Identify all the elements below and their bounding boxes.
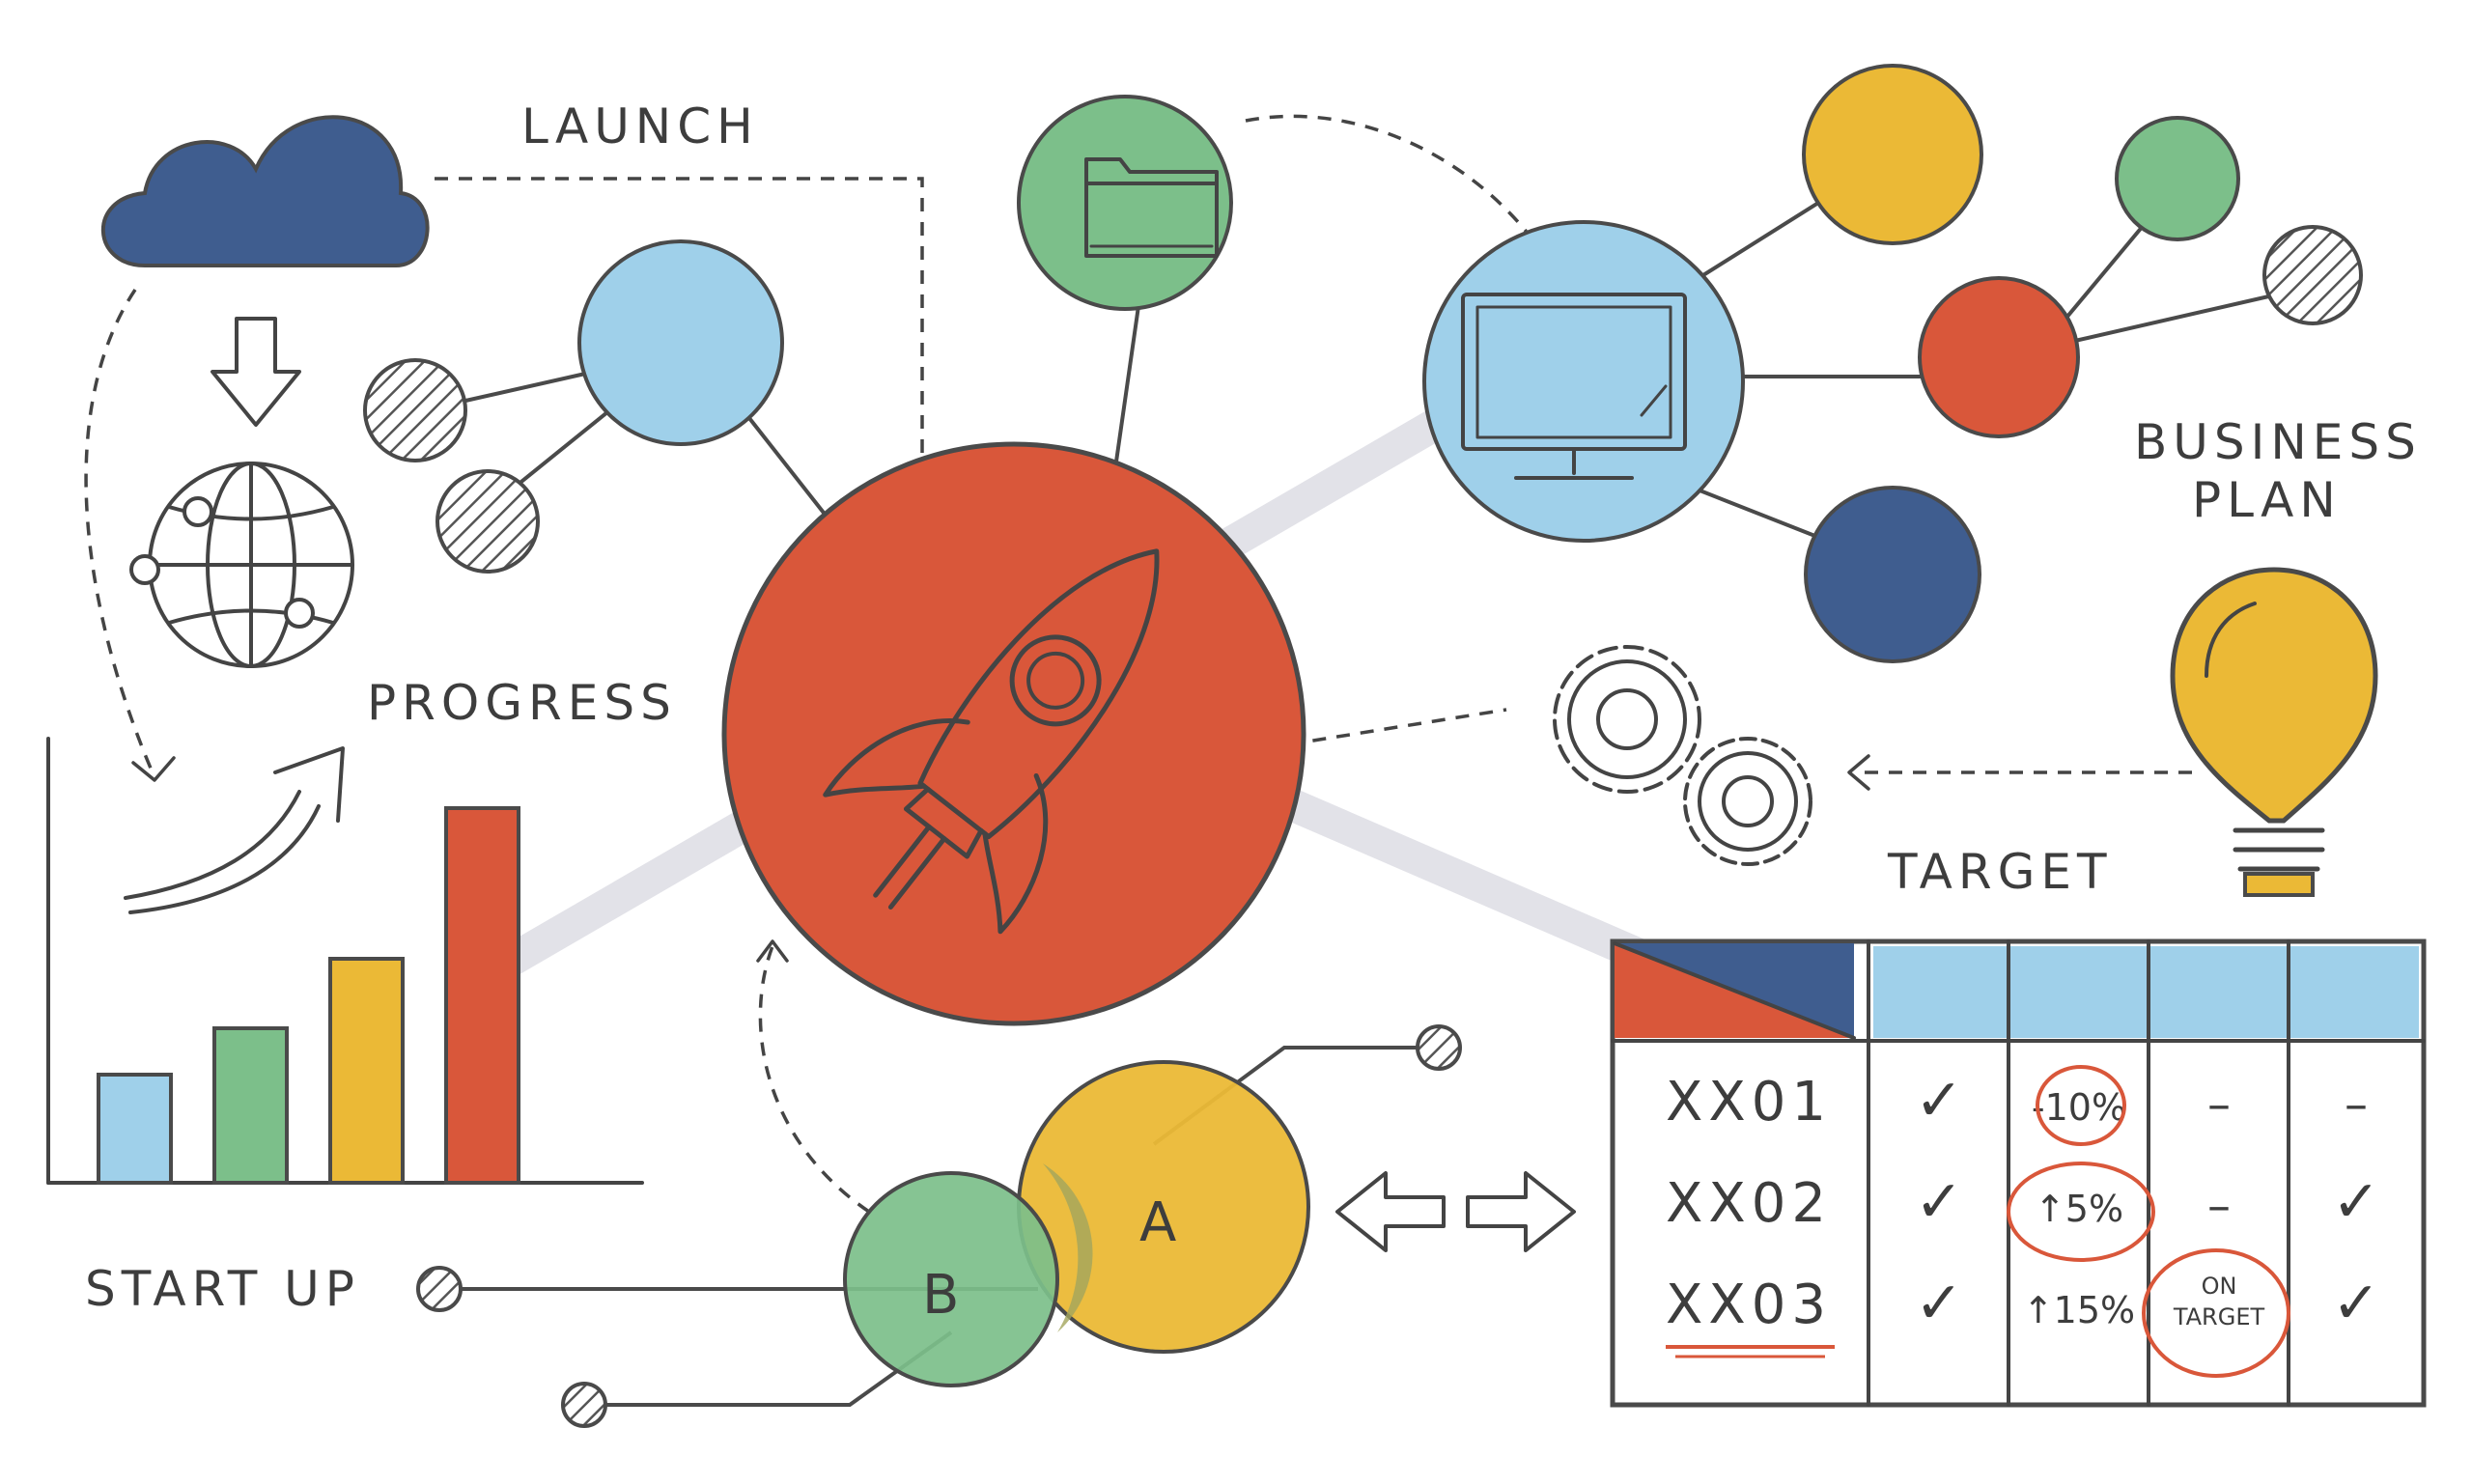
- rocket-icon: [823, 548, 1160, 935]
- bar-2: [212, 1026, 289, 1185]
- lightbulb-icon: [2170, 567, 2378, 897]
- table-cell: –: [2207, 1078, 2231, 1132]
- row-id-xx03: XX03: [1666, 1274, 1832, 1336]
- table-cell: ↑15%: [2023, 1289, 2135, 1331]
- highlight-circle: [2007, 1162, 2155, 1262]
- target-table: XX01 ✓ -10% – – XX02 ✓ ↑5% – ✓ XX03 ✓ ↑15% ON TARGET ✓: [1610, 938, 2427, 1408]
- cloud-icon: [100, 115, 430, 267]
- target-label: TARGET: [1887, 844, 2112, 900]
- bar-3: [328, 957, 405, 1185]
- hatched-nodes: [363, 225, 2363, 1428]
- bar-4: [444, 806, 520, 1185]
- venn-circle-b: [843, 1171, 1059, 1387]
- table-cell: ✓: [1915, 1168, 1963, 1236]
- table-cell: ✓: [2332, 1168, 2380, 1236]
- light-blue-node: [577, 239, 784, 446]
- down-arrow-icon: [211, 317, 301, 427]
- on-target-note-line2: TARGET: [2173, 1303, 2265, 1330]
- navy-node: [1804, 486, 1981, 663]
- monitor-icon: [1461, 293, 1687, 480]
- progress-arrow-icon: [124, 746, 345, 914]
- folder-icon: [1084, 157, 1219, 258]
- red-node: [1918, 276, 2080, 438]
- row-id-xx02: XX02: [1666, 1172, 1832, 1235]
- table-cell: ↑5%: [2035, 1188, 2123, 1230]
- dashed-connectors: [84, 114, 2192, 1214]
- launch-label: LAUNCH: [521, 98, 759, 154]
- table-cell: ✓: [2332, 1270, 2380, 1337]
- monitor-node: [1422, 220, 1745, 543]
- row-id-xx01: XX01: [1666, 1071, 1832, 1134]
- venn-a-label: A: [1139, 1191, 1182, 1254]
- highlight-circle: [2142, 1248, 2290, 1378]
- venn-b-label: B: [922, 1264, 965, 1327]
- progress-label: PROGRESS: [367, 675, 677, 731]
- table-cell: -10%: [2032, 1086, 2126, 1129]
- on-target-note-line1: ON: [2202, 1273, 2237, 1300]
- rocket-node: [721, 441, 1306, 1026]
- bar-1: [97, 1073, 173, 1185]
- yellow-node: [1802, 64, 1983, 245]
- highlight-circle: [2036, 1065, 2126, 1146]
- venn-diagram: A B: [843, 1060, 1310, 1387]
- green-small-node: [2115, 116, 2240, 241]
- start-up-label: START UP: [85, 1261, 360, 1317]
- folder-node: [1017, 95, 1233, 311]
- table-cell: ✓: [1915, 1067, 1963, 1134]
- business-label: BUSINESS: [2134, 414, 2422, 470]
- table-cell: –: [2345, 1078, 2368, 1132]
- progress-bar-chart: [46, 737, 644, 1185]
- table-cell: –: [2207, 1179, 2231, 1233]
- table-cell: ✓: [1915, 1270, 1963, 1337]
- plan-label: PLAN: [2192, 472, 2342, 528]
- globe-icon: [129, 462, 354, 668]
- double-arrow-icon: [1335, 1171, 1576, 1252]
- gears-icon: [1553, 645, 1812, 866]
